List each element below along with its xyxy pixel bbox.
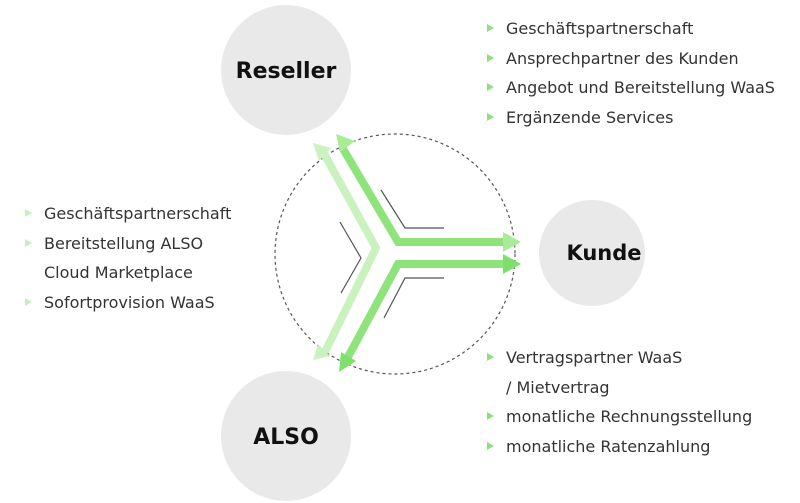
- list-item: Ansprechpartner des Kunden: [486, 44, 775, 74]
- list-item: monatliche Rechnungsstellung: [486, 402, 752, 432]
- triangle-bullet-icon: [25, 209, 32, 217]
- triangle-bullet-icon: [487, 112, 494, 121]
- light-arrows: [318, 148, 381, 354]
- list-item: Geschäftspartnerschaft: [486, 14, 775, 44]
- arrow-head-dark-also: [339, 352, 356, 372]
- arrow-dark-kunde-also: [344, 260, 505, 359]
- triangle-bullet-icon: [487, 83, 494, 91]
- triangle-bullet-icon: [25, 238, 32, 247]
- kunde-node: [539, 200, 645, 306]
- list-item: monatliche Ratenzahlung: [486, 432, 752, 462]
- kunde-label: Kunde: [566, 241, 641, 265]
- also-label: ALSO: [253, 425, 319, 450]
- kunde-list: Vertragspartner WaaS / Mietvertrag monat…: [486, 343, 752, 461]
- reseller-list: Geschäftspartnerschaft Ansprechpartner d…: [486, 14, 775, 132]
- arrow-light-reseller-also: [318, 148, 381, 354]
- list-item: Geschäftspartnerschaft: [24, 199, 231, 229]
- dark-arrows: [338, 144, 505, 359]
- list-item: Sofortprovision WaaS: [24, 288, 231, 318]
- list-item: Angebot und Bereitstellung WaaS: [486, 73, 775, 103]
- arrow-head-dark-kunde-bottom: [503, 254, 521, 274]
- list-item: Ergänzende Services: [486, 103, 775, 133]
- triangle-bullet-icon: [25, 297, 32, 306]
- also-node: [221, 371, 351, 501]
- list-item-continuation: Cloud Marketplace: [44, 263, 193, 282]
- triangle-bullet-icon: [487, 441, 494, 450]
- accent-lines: [339, 189, 444, 319]
- arrow-head-light-reseller: [313, 143, 331, 161]
- arrow-head-dark-reseller: [336, 134, 355, 152]
- dashed-ring: [274, 133, 516, 375]
- list-item-continuation: / Mietvertrag: [506, 377, 610, 397]
- triangle-bullet-icon: [487, 412, 494, 420]
- list-item: Vertragspartner WaaS: [486, 343, 752, 373]
- list-item: Bereitstellung ALSO: [24, 229, 231, 259]
- arrow-dark-reseller-kunde: [338, 144, 505, 246]
- arrow-head-light-also: [313, 344, 330, 360]
- triangle-bullet-icon: [487, 24, 494, 32]
- reseller-node: [221, 5, 351, 135]
- triangle-bullet-icon: [487, 53, 494, 62]
- triangle-bullet-icon: [487, 353, 494, 361]
- arrow-head-dark-kunde-top: [503, 232, 521, 252]
- reseller-label: Reseller: [236, 59, 337, 84]
- also-list: Geschäftspartnerschaft Bereitstellung AL…: [24, 199, 231, 317]
